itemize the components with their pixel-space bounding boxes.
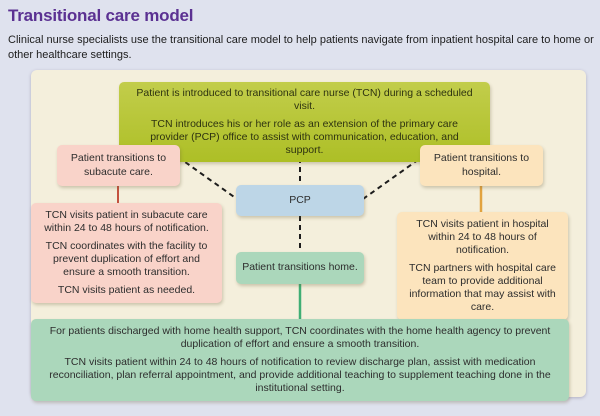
subacute-detail-line-1: TCN visits patient in subacute care with… [44, 209, 209, 235]
hospital-transition-label: Patient transitions to hospital. [433, 152, 530, 178]
connector-subacute-to-pcp [177, 156, 238, 200]
diagram-panel: Patient is introduced to transitional ca… [31, 70, 586, 402]
home-detail-line-1: For patients discharged with home health… [49, 325, 551, 351]
hospital-detail-box: TCN visits patient in hospital within 24… [397, 212, 568, 321]
header: Transitional care model Clinical nurse s… [8, 6, 594, 62]
home-detail-line-2: TCN visits patient within 24 to 48 hours… [49, 356, 551, 395]
subacute-transition-box: Patient transitions to subacute care. [57, 145, 180, 186]
pcp-label: PCP [289, 193, 311, 206]
connector-lines [117, 131, 483, 320]
home-transition-label: Patient transitions home. [242, 261, 358, 274]
hospital-detail-line-2: TCN partners with hospital care team to … [408, 262, 557, 314]
subacute-detail-line-3: TCN visits patient as needed. [57, 284, 196, 297]
subacute-detail-box: TCN visits patient in subacute care with… [31, 203, 222, 304]
intro-line-2: TCN introduces his or her role as an ext… [150, 118, 459, 157]
hospital-transition-box: Patient transitions to hospital. [420, 145, 543, 186]
pcp-box: PCP [236, 185, 364, 216]
home-detail-box: For patients discharged with home health… [31, 319, 569, 402]
connector-pcp-to-hospital [362, 156, 423, 200]
home-transition-box: Patient transitions home. [236, 252, 364, 284]
intro-line-1: Patient is introduced to transitional ca… [136, 87, 473, 113]
subacute-detail-line-2: TCN coordinates with the facility to pre… [45, 240, 208, 279]
page-title: Transitional care model [8, 6, 194, 25]
page-subtitle: Clinical nurse specialists use the trans… [8, 34, 594, 61]
subacute-transition-label: Patient transitions to subacute care. [70, 152, 167, 178]
hospital-detail-line-1: TCN visits patient in hospital within 24… [416, 218, 549, 257]
